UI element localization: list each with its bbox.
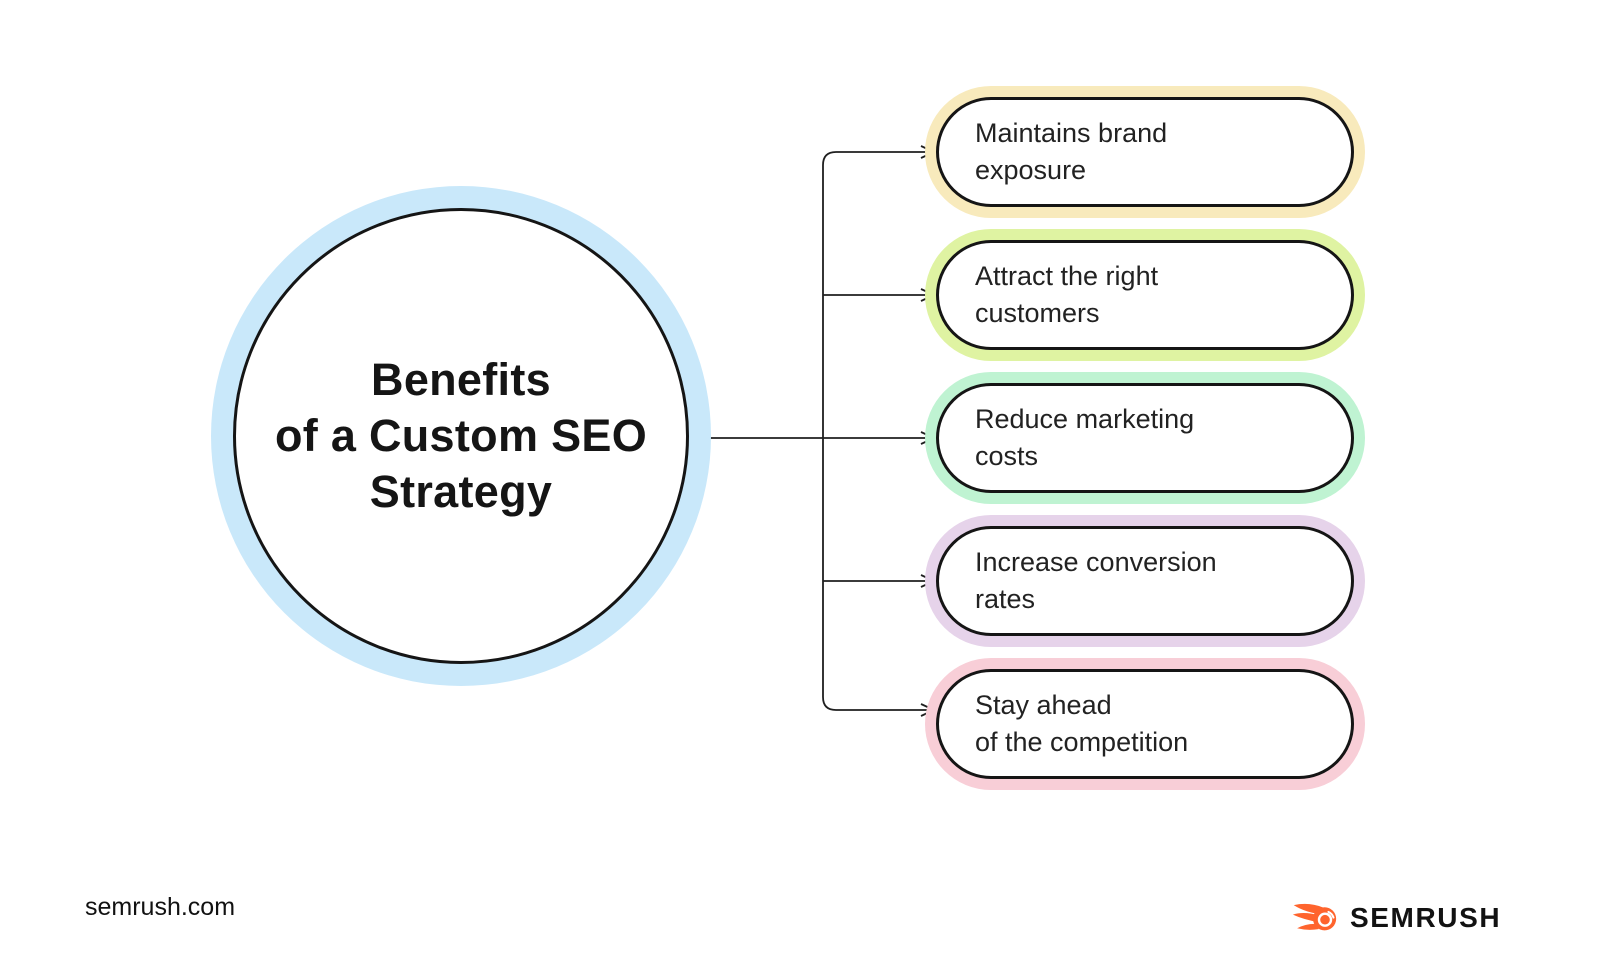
benefit-label: Attract the right customers bbox=[975, 260, 1159, 328]
semrush-logo: SEMRUSH bbox=[1291, 900, 1501, 936]
connector-trunk bbox=[822, 151, 931, 711]
semrush-flame-icon bbox=[1292, 903, 1337, 931]
benefit-node-reduce-marketing-costs: Reduce marketing costs bbox=[925, 372, 1365, 504]
center-node-core: Benefits of a Custom SEO Strategy bbox=[233, 208, 689, 664]
benefit-label: Reduce marketing costs bbox=[975, 403, 1195, 471]
benefit-pill: Reduce marketing costs bbox=[936, 383, 1354, 493]
center-node: Benefits of a Custom SEO Strategy bbox=[211, 186, 711, 686]
diagram-title: Benefits of a Custom SEO Strategy bbox=[274, 354, 648, 517]
benefit-label: Increase conversion rates bbox=[975, 546, 1217, 614]
benefit-pill: Stay ahead of the competition bbox=[936, 669, 1354, 779]
benefit-pill: Attract the right customers bbox=[936, 240, 1354, 350]
benefit-pill: Increase conversion rates bbox=[936, 526, 1354, 636]
benefit-label: Stay ahead of the competition bbox=[975, 689, 1189, 757]
semrush-wordmark: SEMRUSH bbox=[1350, 902, 1502, 933]
site-url-label: semrush.com bbox=[85, 893, 236, 921]
benefit-node-attract-right-customers: Attract the right customers bbox=[925, 229, 1365, 361]
benefit-node-stay-ahead-of-competition: Stay ahead of the competition bbox=[925, 658, 1365, 790]
benefit-pill: Maintains brand exposure bbox=[936, 97, 1354, 207]
benefit-node-maintains-brand-exposure: Maintains brand exposure bbox=[925, 86, 1365, 218]
benefit-node-increase-conversion-rates: Increase conversion rates bbox=[925, 515, 1365, 647]
benefit-label: Maintains brand exposure bbox=[975, 117, 1168, 185]
